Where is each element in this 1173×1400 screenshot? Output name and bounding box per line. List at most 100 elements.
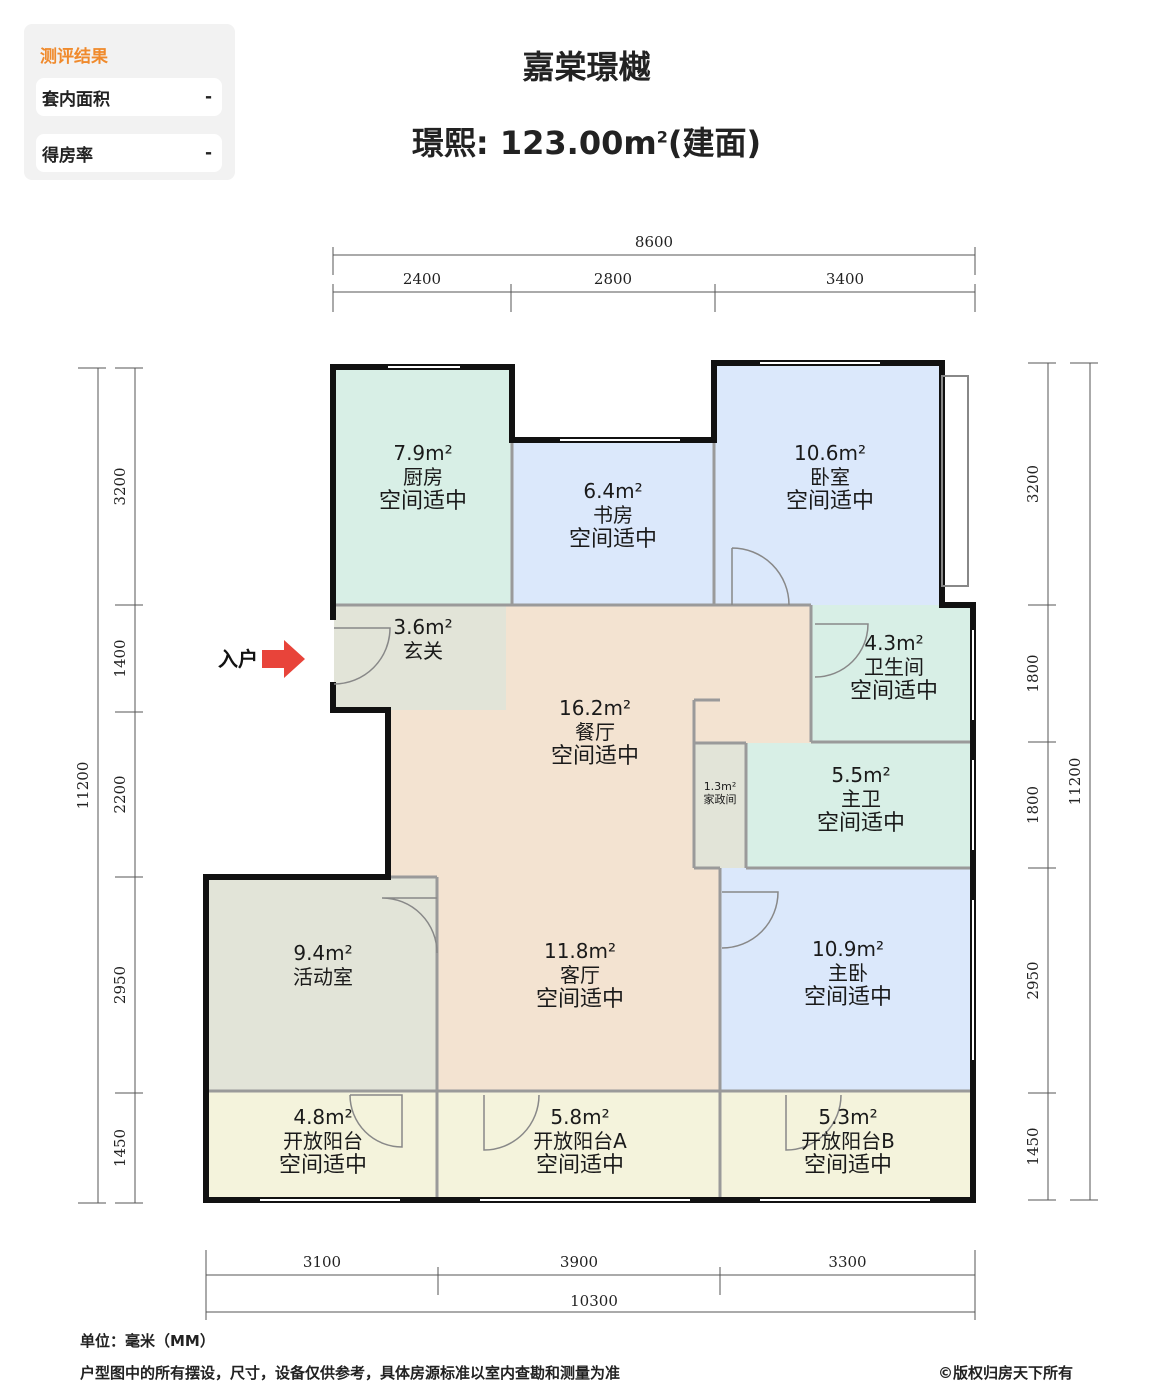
dim-left-label: 1400 <box>111 639 129 677</box>
efficiency-row: 得房率 - <box>36 134 222 172</box>
room-balcony-b <box>720 1091 973 1200</box>
room-label-balcony: 4.8m² <box>293 1105 352 1129</box>
dim-left-label: 3200 <box>111 467 129 505</box>
inner-area-label: 套内面积 <box>42 89 110 110</box>
dim-right-total-label: 11200 <box>1066 758 1084 806</box>
inner-area-value: - <box>204 87 212 107</box>
interior-walls <box>206 440 973 1200</box>
room-label-master-bath: 5.5m² <box>831 763 890 787</box>
room-study <box>512 440 714 605</box>
room-label-kitchen: 空间适中 <box>379 489 467 514</box>
room-label-kitchen: 7.9m² <box>393 441 452 465</box>
unit-area-title: 璟熙: 123.00m2(建面) <box>411 124 762 162</box>
room-label-foyer: 3.6m² <box>393 615 452 639</box>
door-swing <box>731 547 790 606</box>
rooms-layer <box>206 363 973 1200</box>
door-swing <box>814 623 869 678</box>
room-master-bath <box>746 743 973 868</box>
room-balcony <box>206 1091 437 1200</box>
room-label-housekeeping: 1.3m² <box>704 780 737 793</box>
room-label-living: 空间适中 <box>536 987 624 1012</box>
doors <box>333 547 869 1151</box>
door-swing <box>785 1094 842 1151</box>
copyright: ©版权归房天下所有 <box>938 1364 1074 1382</box>
inner-area-row: 套内面积 - <box>36 78 222 116</box>
bay-window <box>941 375 969 587</box>
room-label-dining: 16.2m² <box>559 696 631 720</box>
entrance-arrow-icon <box>262 640 305 678</box>
area-value: 123.00m <box>499 124 657 162</box>
room-label-bedroom: 卧室 <box>810 465 850 489</box>
dim-bottom-label: 3300 <box>828 1253 866 1271</box>
room-label-bedroom: 空间适中 <box>786 489 874 514</box>
efficiency-value: - <box>204 143 212 163</box>
room-label-bathroom: 卫生间 <box>864 655 924 679</box>
project-title: 嘉棠璟樾 <box>522 48 651 86</box>
room-label-master-bed: 10.9m² <box>812 937 884 961</box>
dim-left-label: 1450 <box>111 1129 129 1167</box>
room-master-bed <box>720 868 973 1091</box>
room-bathroom <box>811 605 973 742</box>
room-label-living: 11.8m² <box>544 939 616 963</box>
dim-right-label: 3200 <box>1024 465 1042 503</box>
room-label-balcony: 空间适中 <box>279 1153 367 1178</box>
room-label-balcony-b: 5.3m² <box>818 1105 877 1129</box>
room-label-balcony: 开放阳台 <box>283 1129 363 1153</box>
dim-top-total-label: 8600 <box>635 233 673 251</box>
room-label-living: 客厅 <box>560 963 600 987</box>
dim-top-label: 3400 <box>826 270 864 288</box>
dim-top-label: 2400 <box>403 270 441 288</box>
dimension-lines <box>78 247 1098 1320</box>
room-label-balcony-a: 开放阳台A <box>533 1129 627 1153</box>
exterior-wall <box>203 360 976 1203</box>
room-label-balcony-b: 空间适中 <box>804 1153 892 1178</box>
dim-left-label: 2200 <box>111 775 129 813</box>
result-panel: 测评结果 套内面积 - 得房率 - <box>24 24 235 180</box>
room-label-dining: 餐厅 <box>575 720 615 744</box>
door-swing <box>381 897 438 954</box>
room-label-activity: 活动室 <box>293 965 353 989</box>
dim-bottom-label: 3900 <box>560 1253 598 1271</box>
room-label-balcony-a: 5.8m² <box>550 1105 609 1129</box>
room-kitchen <box>334 367 512 605</box>
room-label-balcony-a: 空间适中 <box>536 1153 624 1178</box>
efficiency-label: 得房率 <box>42 145 93 166</box>
room-label-foyer: 玄关 <box>403 639 443 663</box>
door-swing <box>721 891 779 949</box>
room-label-housekeeping: 家政间 <box>704 792 737 806</box>
area-note: (建面) <box>667 124 762 162</box>
door-swing <box>349 1094 403 1148</box>
unit-name: 璟熙 <box>411 124 476 162</box>
result-panel-title: 测评结果 <box>40 47 108 67</box>
dim-left-total-label: 11200 <box>74 762 92 810</box>
room-activity <box>206 877 437 1091</box>
room-label-dining: 空间适中 <box>551 744 639 769</box>
dim-bottom-total-label: 10300 <box>570 1292 618 1310</box>
windows <box>260 362 974 1201</box>
room-foyer <box>334 605 506 710</box>
dim-right-label: 1450 <box>1024 1127 1042 1165</box>
room-label-bedroom: 10.6m² <box>794 441 866 465</box>
room-label-study: 书房 <box>593 503 633 527</box>
room-living <box>437 868 720 1091</box>
room-label-master-bed: 主卧 <box>828 961 868 985</box>
dim-right-label: 1800 <box>1024 654 1042 692</box>
room-label-activity: 9.4m² <box>293 941 352 965</box>
unit-note: 单位：毫米（MM） <box>80 1332 215 1350</box>
room-label-balcony-b: 开放阳台B <box>801 1129 895 1153</box>
room-label-kitchen: 厨房 <box>403 465 443 489</box>
dim-left-label: 2950 <box>111 966 129 1004</box>
entrance-label: 入户 <box>218 647 258 671</box>
door-swing <box>333 627 391 685</box>
dim-bottom-label: 3100 <box>303 1253 341 1271</box>
dimension-labels: 8600 2400 2800 3400 3100 3900 3300 10300 3200 140… <box>74 233 1084 1310</box>
dim-right-label: 1800 <box>1024 786 1042 824</box>
room-housekeeping <box>694 743 746 868</box>
room-label-bathroom: 空间适中 <box>850 679 938 704</box>
dim-top-label: 2800 <box>594 270 632 288</box>
dim-right-label: 2950 <box>1024 961 1042 999</box>
room-label-master-bath: 空间适中 <box>817 811 905 836</box>
room-bedroom <box>714 363 942 605</box>
